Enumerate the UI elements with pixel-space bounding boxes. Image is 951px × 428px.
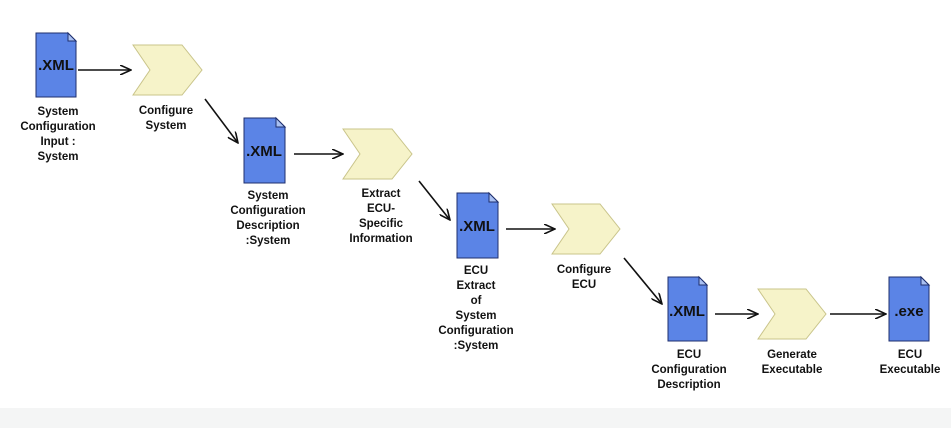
activity-label-configure-system: Configure System bbox=[138, 105, 194, 132]
activity-chevron-extract-ecu-specific-information bbox=[342, 128, 413, 180]
activity-label-configure-ecu: Configure ECU bbox=[556, 264, 612, 291]
activity-chevron-configure-ecu bbox=[551, 203, 621, 255]
document-type-text: .exe bbox=[894, 303, 923, 320]
document-type-text: .XML bbox=[459, 218, 495, 235]
connector-a2-d3 bbox=[418, 180, 450, 220]
document-icon-system-configuration-description: .XML bbox=[243, 116, 287, 184]
activity-label-extract-ecu-specific-information: Extract ECU- Specific Information bbox=[349, 188, 413, 245]
document-icon-system-configuration-input: .XML bbox=[35, 31, 78, 98]
activity-chevron-generate-executable bbox=[757, 288, 827, 340]
document-label-ecu-configuration-description: ECU Configuration Description bbox=[651, 349, 727, 391]
document-label-ecu-executable: ECU Executable bbox=[879, 349, 941, 376]
document-label-system-configuration-description: System Configuration Description :System bbox=[230, 190, 306, 247]
document-icon-ecu-extract: .XML bbox=[456, 191, 500, 259]
document-icon-ecu-executable: .exe bbox=[888, 275, 931, 342]
connector-a3-d4 bbox=[623, 257, 662, 304]
activity-label-generate-executable: Generate Executable bbox=[761, 349, 823, 376]
activity-chevron-configure-system bbox=[132, 44, 203, 96]
document-type-text: .XML bbox=[38, 57, 74, 74]
document-icon-ecu-configuration-description: .XML bbox=[667, 275, 709, 342]
document-label-ecu-extract: ECU Extract of System Configuration :Sys… bbox=[438, 265, 514, 352]
document-label-system-configuration-input: System Configuration Input : System bbox=[20, 106, 96, 163]
bottom-band bbox=[0, 408, 951, 428]
document-type-text: .XML bbox=[669, 303, 705, 320]
connector-a1-d2 bbox=[204, 98, 238, 143]
document-type-text: .XML bbox=[246, 143, 282, 160]
